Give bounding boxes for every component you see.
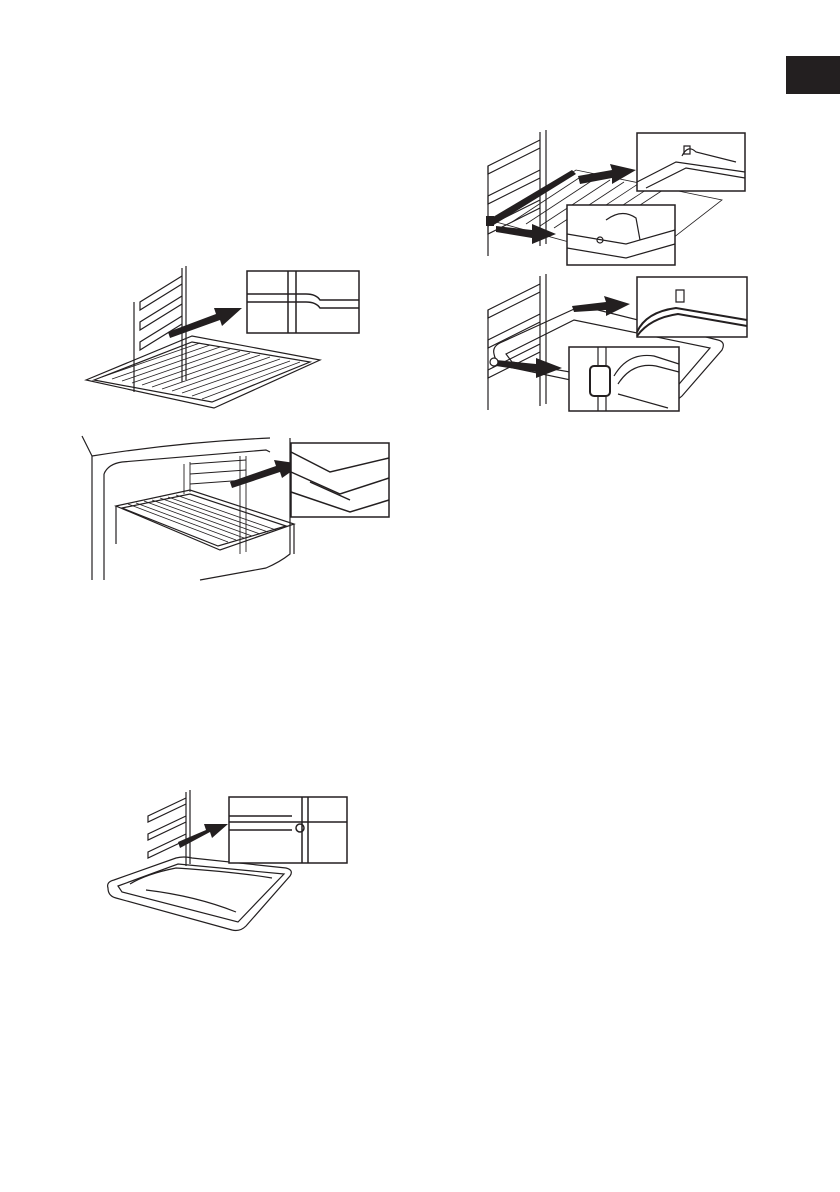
wire-shelf-icon: [116, 490, 294, 554]
detail-inset-1: [246, 270, 360, 334]
side-rail-icon: [488, 274, 546, 410]
detail-inset-4a: [636, 132, 746, 192]
detail-inset-5b: [568, 346, 680, 412]
wire-shelf-icon: [86, 336, 320, 408]
detail-inset-4b: [566, 204, 676, 266]
side-rail-icon: [148, 790, 190, 866]
baking-tray-icon: [108, 857, 292, 931]
detail-inset-2: [290, 442, 390, 518]
detail-inset-5a: [636, 276, 748, 338]
detail-inset-3: [228, 796, 348, 864]
arrow-icon: [168, 308, 242, 338]
language-tab: [786, 56, 840, 94]
oven-body-icon: [82, 436, 290, 580]
